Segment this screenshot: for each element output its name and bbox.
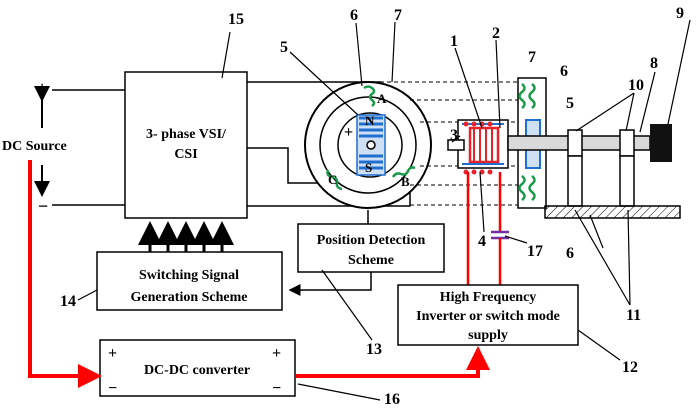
power-path <box>28 160 490 388</box>
hf-label-1: High Frequency <box>440 290 537 305</box>
callout-13: 13 <box>366 341 382 358</box>
switching-label-2: Generation Scheme <box>130 290 247 305</box>
phase-c-label: C <box>328 172 337 187</box>
base-frame <box>544 205 681 219</box>
callout-numbers: 15 6 7 5 1 2 7 6 5 3 4 17 6 8 9 10 11 12… <box>60 5 684 408</box>
callout-6-left: 6 <box>350 7 358 24</box>
pole-n: N <box>365 113 375 128</box>
callout-14: 14 <box>60 293 76 310</box>
dcdc-right-plus: + <box>272 345 281 362</box>
vsi-label-1: 3- phase VSI/ <box>146 127 227 142</box>
hf-label-3: supply <box>468 328 508 343</box>
callout-8: 8 <box>650 55 658 72</box>
callout-leaders <box>77 19 691 401</box>
callout-6-right-bottom: 6 <box>566 245 574 262</box>
callout-7-right: 7 <box>528 49 536 66</box>
dc-source: DC Source + − <box>2 78 125 216</box>
hf-label-2: Inverter or switch mode <box>416 309 560 324</box>
dcdc-left-minus: − <box>108 380 117 397</box>
source-minus: − <box>38 196 48 216</box>
switching-signal-block: Switching Signal Generation Scheme <box>96 251 283 311</box>
position-label-2: Scheme <box>348 253 394 268</box>
callout-4: 4 <box>478 233 486 250</box>
callout-16: 16 <box>384 391 400 408</box>
callout-12: 12 <box>622 359 638 376</box>
callout-17: 17 <box>527 243 543 260</box>
mechanical-load <box>650 124 672 162</box>
dcdc-right-minus: − <box>272 380 281 397</box>
callout-6-right-top: 6 <box>560 63 568 80</box>
gate-signal-arrows <box>138 221 234 252</box>
callout-7-left: 7 <box>394 7 402 24</box>
wpt-assembly <box>447 77 681 219</box>
position-detection-block: Position Detection Scheme <box>288 210 445 296</box>
callout-3: 3 <box>450 127 458 144</box>
rotor-plus: + <box>344 124 353 141</box>
phase-b-label: B <box>401 174 410 189</box>
callout-15: 15 <box>228 11 244 28</box>
callout-9: 9 <box>676 5 684 22</box>
callout-2: 2 <box>492 25 500 42</box>
pole-s: S <box>365 160 372 175</box>
dcdc-label: DC-DC converter <box>144 363 250 378</box>
dcdc-left-plus: + <box>108 345 117 362</box>
resonant-capacitor <box>466 172 509 285</box>
hf-inverter-block: High Frequency Inverter or switch mode s… <box>397 284 579 346</box>
position-label-1: Position Detection <box>317 233 426 248</box>
source-plus: + <box>37 78 47 98</box>
vsi-label-2: CSI <box>174 147 197 162</box>
callout-1: 1 <box>450 33 458 50</box>
callout-5-right: 5 <box>566 95 574 112</box>
callout-10: 10 <box>628 77 644 94</box>
dc-source-label: DC Source <box>2 139 67 154</box>
phase-a-label: A <box>377 91 387 106</box>
dcdc-converter-block: DC-DC converter + + − − <box>99 339 296 397</box>
callout-5-left: 5 <box>280 39 288 56</box>
bldc-motor: N S + A C B <box>304 81 432 209</box>
callout-11: 11 <box>626 307 641 324</box>
switching-label-1: Switching Signal <box>139 268 239 283</box>
